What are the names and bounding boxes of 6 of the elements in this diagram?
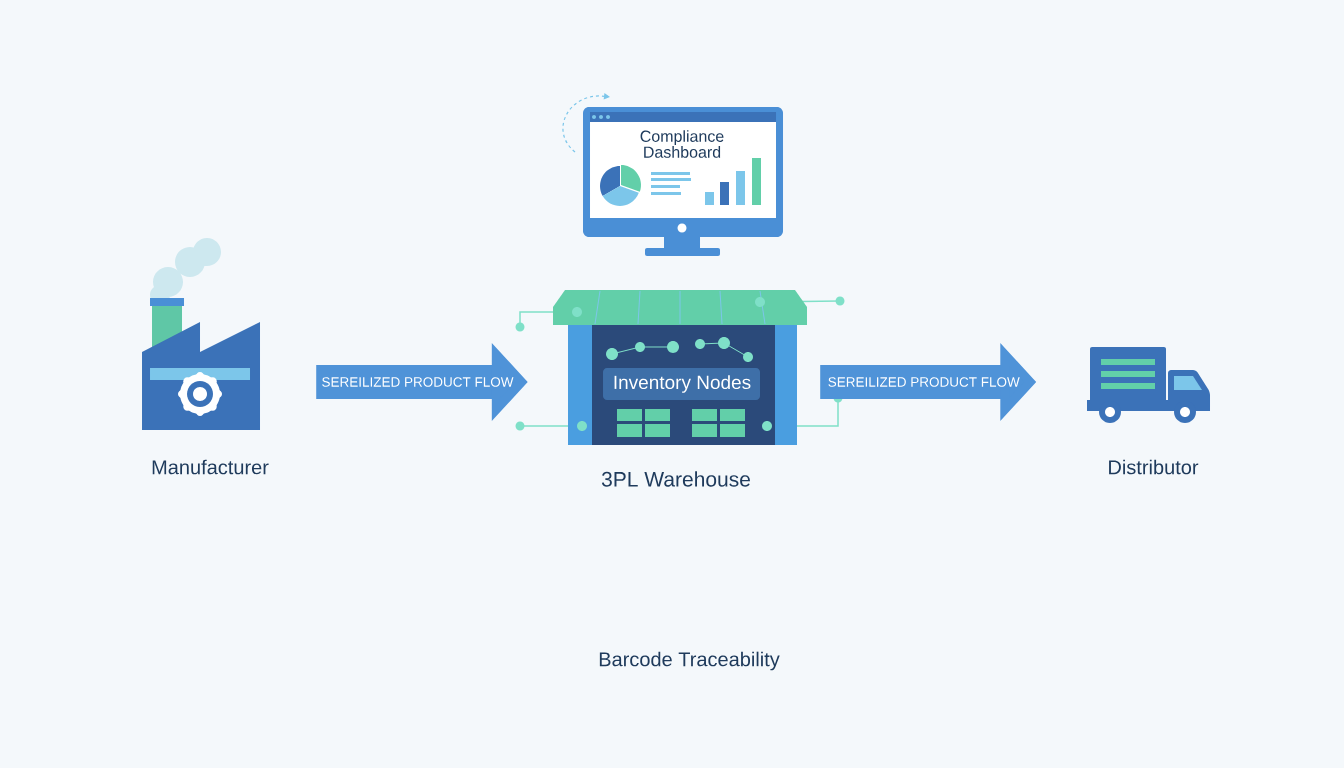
node-label: 3PL Warehouse — [601, 471, 750, 487]
edge-label: SEREILIZED PRODUCT FLOW — [828, 377, 1020, 387]
node-label: Distributor — [1109, 459, 1199, 475]
edge-label: SEREILIZED PRODUCT FLOW — [322, 377, 514, 387]
caption-label: Barcode Traceability — [599, 651, 780, 671]
node-label: Manufacturer — [152, 459, 269, 475]
